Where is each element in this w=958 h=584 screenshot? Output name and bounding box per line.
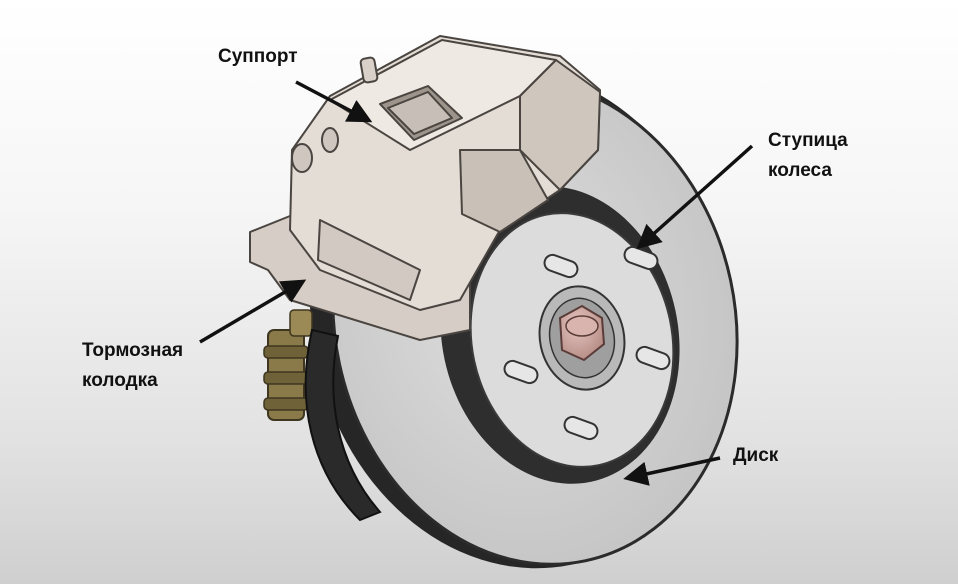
label-brake-pad: Тормозная колодка (82, 336, 183, 396)
wheel-studs (503, 245, 671, 441)
brake-hose (263, 309, 313, 421)
label-hub: Ступица колеса (768, 126, 848, 186)
label-caliper: Суппорт (218, 42, 298, 72)
brake-pad (304, 328, 382, 522)
label-caliper-text: Суппорт (218, 46, 298, 67)
arrow-pad (199, 279, 307, 344)
arrow-hub (636, 144, 754, 250)
label-hub-line1: Ступица (768, 130, 848, 151)
wheel-hub (469, 212, 675, 468)
label-disc-text: Диск (733, 445, 779, 466)
label-disc: Диск (733, 441, 778, 471)
label-pad-line1: Тормозная (82, 340, 184, 361)
label-hub-line2: колеса (768, 160, 832, 181)
arrow-caliper (295, 80, 373, 123)
hub-nut (558, 304, 606, 362)
leader-arrows (199, 80, 754, 486)
arrow-disc (623, 456, 721, 486)
label-pad-line2: колодка (82, 370, 158, 391)
